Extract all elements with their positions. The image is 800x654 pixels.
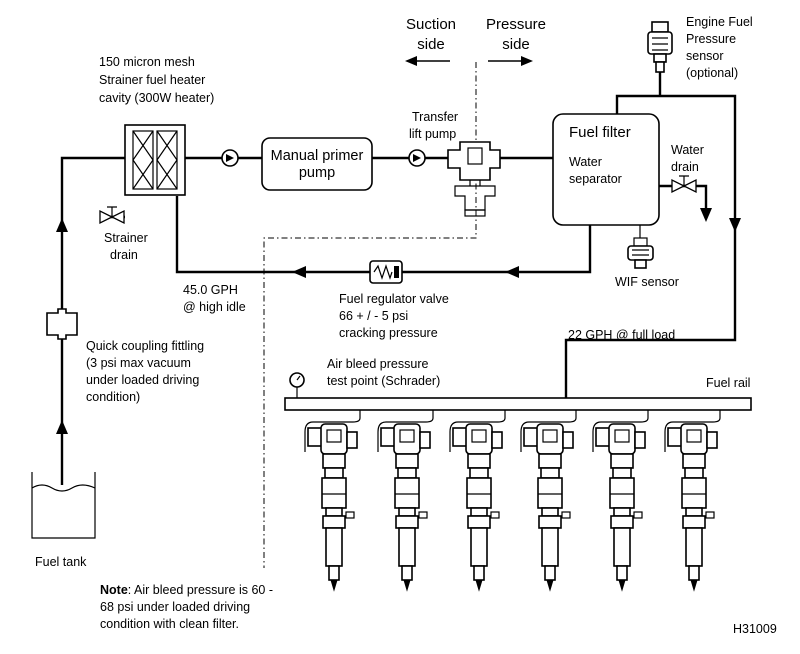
injector-4 — [520, 410, 577, 592]
wif-sensor-label: WIF sensor — [615, 275, 679, 289]
transfer-pump-label-2: lift pump — [409, 127, 456, 141]
note-line-3: condition with clean filter. — [100, 617, 239, 631]
flow-45-label-2: @ high idle — [183, 300, 246, 314]
return-line — [402, 225, 592, 274]
regulator-label-2: 66 + / - 5 psi — [339, 309, 408, 323]
fuel-filter-title: Fuel filter — [569, 124, 631, 141]
fuel-rail-label: Fuel rail — [706, 376, 750, 390]
airbleed-label-2: test point (Schrader) — [327, 374, 440, 388]
injector-6 — [664, 410, 721, 592]
transfer-lift-pump — [447, 141, 501, 217]
strainer-label-3: cavity (300W heater) — [99, 91, 214, 105]
pressure-arrow — [488, 56, 533, 66]
pressure-label-line1: Pressure — [486, 16, 546, 33]
engine-sensor-label-4: (optional) — [686, 66, 738, 80]
coupling-label-3: under loaded driving — [86, 373, 199, 387]
water-drain-label-2: drain — [671, 160, 699, 174]
wif-sensor — [627, 237, 654, 269]
regulator-to-strainer-line — [175, 196, 370, 274]
flow-arrow-left-2 — [292, 266, 306, 278]
injector-2 — [377, 410, 434, 592]
water-drain-valve — [671, 175, 697, 194]
engine-sensor-label-1: Engine Fuel — [686, 15, 753, 29]
flow-arrow-down — [729, 218, 741, 232]
note-text-1: : Air bleed pressure is 60 - — [128, 583, 273, 597]
note-line-2: 68 psi under loaded driving — [100, 600, 250, 614]
suction-label-line2: side — [417, 36, 445, 53]
airbleed-label-1: Air bleed pressure — [327, 357, 428, 371]
check-valve-2 — [408, 149, 426, 167]
flow-45-label-1: 45.0 GPH — [183, 283, 238, 297]
strainer-drain-label-2: drain — [110, 248, 138, 262]
injector-1 — [304, 410, 361, 592]
air-bleed-gauge — [289, 372, 305, 398]
suction-label-line1: Suction — [406, 16, 456, 33]
note-line-1: Note: Air bleed pressure is 60 - — [100, 583, 273, 597]
figure-id: H31009 — [733, 622, 777, 636]
flow-22-label: 22 GPH @ full load — [568, 328, 675, 342]
injector-group — [304, 410, 721, 592]
strainer-drain-label-1: Strainer — [104, 231, 148, 245]
pressure-side-label: Pressure side — [486, 16, 546, 53]
injector-3 — [449, 410, 506, 592]
suction-arrow — [405, 56, 450, 66]
suction-side-label: Suction side — [406, 16, 456, 53]
engine-fuel-pressure-sensor — [647, 21, 673, 73]
fuel-tank-label: Fuel tank — [35, 555, 87, 569]
manual-primer-pump — [261, 137, 373, 191]
strainer-drain-valve — [99, 206, 125, 225]
quick-coupling — [46, 308, 78, 340]
injector-5 — [592, 410, 649, 592]
pressure-label-line2: side — [502, 36, 530, 53]
coupling-label-1: Quick coupling fittling — [86, 339, 204, 353]
fuel-regulator-valve — [369, 260, 403, 284]
coupling-label-2: (3 psi max vacuum — [86, 356, 191, 370]
tank-supply-line — [60, 156, 125, 485]
strainer-label-2: Strainer fuel heater — [99, 73, 205, 87]
fuel-tank — [31, 472, 96, 539]
flow-arrow-up-2 — [56, 420, 68, 434]
primer-label-2: pump — [299, 165, 335, 181]
water-separator-label-2: separator — [569, 172, 622, 186]
water-separator-label-1: Water — [569, 155, 602, 169]
fuel-rail — [284, 397, 752, 411]
check-valve-1 — [221, 149, 239, 167]
water-drain-line — [659, 184, 708, 212]
water-drain-arrow — [700, 208, 712, 222]
water-drain-label-1: Water — [671, 143, 704, 157]
strainer-label-1: 150 micron mesh — [99, 55, 195, 69]
flow-arrow-left-1 — [505, 266, 519, 278]
strainer-heater — [124, 124, 186, 196]
coupling-label-4: condition) — [86, 390, 140, 404]
engine-sensor-label-2: Pressure — [686, 32, 736, 46]
regulator-label-1: Fuel regulator valve — [339, 292, 449, 306]
primer-label-1: Manual primer — [271, 148, 364, 164]
note-bold: Note — [100, 583, 128, 597]
transfer-pump-label-1: Transfer — [412, 110, 458, 124]
fuel-filter — [552, 113, 660, 226]
flow-arrow-up-1 — [56, 218, 68, 232]
regulator-label-3: cracking pressure — [339, 326, 438, 340]
engine-sensor-label-3: sensor — [686, 49, 724, 63]
